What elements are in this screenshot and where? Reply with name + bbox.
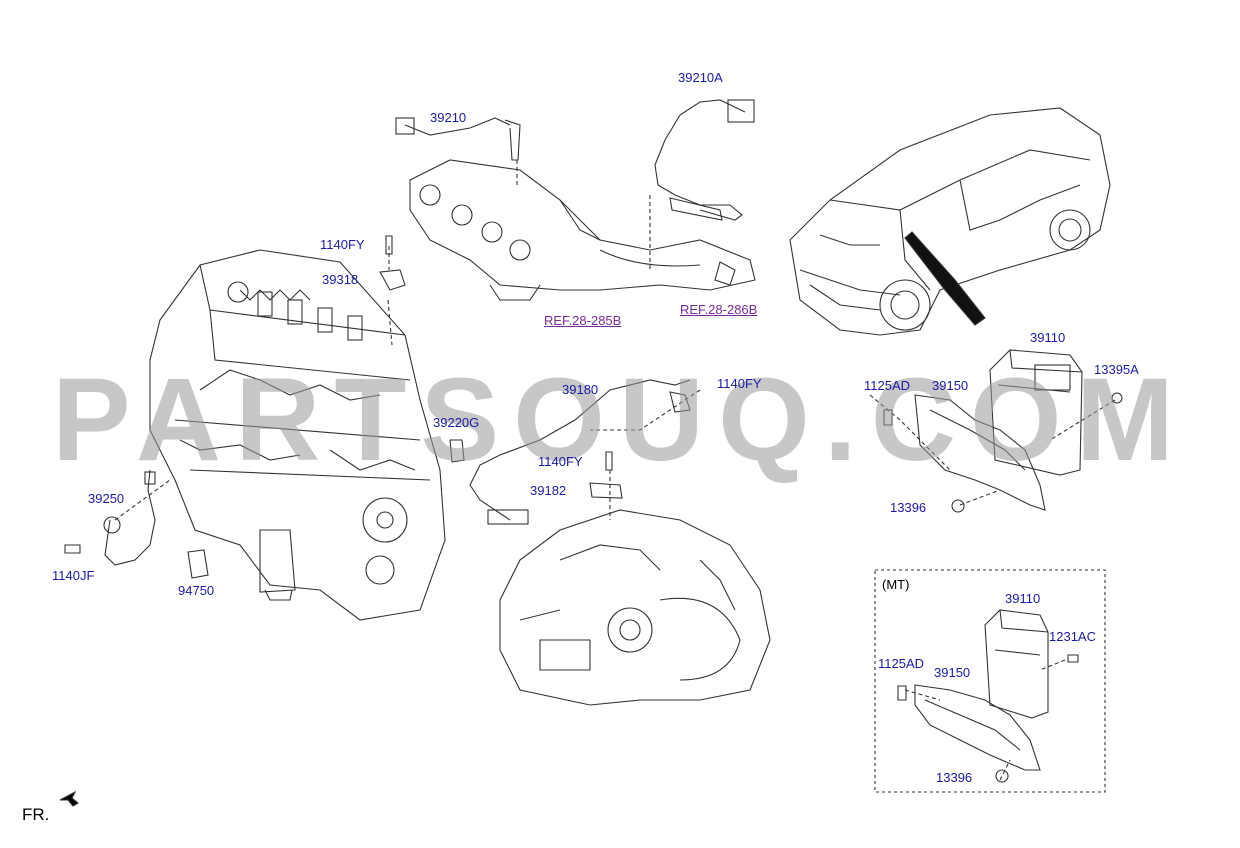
ref-28-285b[interactable]: REF.28-285B [544,313,622,328]
label-39182[interactable]: 39182 [530,483,567,498]
transmission [499,509,771,706]
label-39210a[interactable]: 39210A [678,70,723,85]
o2-sensor-39210-wire [404,117,511,136]
label-1140fy-top[interactable]: 1140FY [320,237,365,252]
label-1125ad-mt[interactable]: 1125AD [878,656,925,671]
ref-28-286b[interactable]: REF.28-286B [680,302,758,317]
label-1140jf[interactable]: 1140JF [52,568,95,583]
ecu-39110-mt [984,609,1049,719]
ecu-39110-upper [989,349,1083,476]
knock-sensor-39250-wire [104,469,156,566]
bracket-39182 [589,482,623,499]
label-39210[interactable]: 39210 [430,110,467,125]
bracket-39150-upper [914,394,1046,511]
bolt-1140jf [64,544,81,554]
label-1125ad-upper[interactable]: 1125AD [864,378,911,393]
bolt-1140fy-top [385,235,393,255]
mt-box-label: (MT) [882,577,910,592]
mt-box [874,569,1106,793]
ecu-location-marker [904,231,986,326]
front-arrow-icon [59,790,79,807]
label-39110-upper[interactable]: 39110 [1030,330,1066,345]
bracket-39150-mt [914,684,1041,771]
o2-sensor-39210-connector [395,117,415,135]
label-39150-upper[interactable]: 39150 [932,378,969,393]
bolt-1231ac [1067,654,1079,663]
bolt-1140fy-mid [605,451,613,471]
label-13395a[interactable]: 13395A [1094,362,1139,377]
label-13396-upper[interactable]: 13396 [890,500,927,515]
harness-39180 [469,379,691,521]
label-39180[interactable]: 39180 [562,382,599,397]
sensor-39220g [449,439,465,463]
label-39110-mt[interactable]: 39110 [1005,591,1041,606]
label-1140fy-mid[interactable]: 1140FY [538,454,583,469]
engine-block [149,249,446,621]
label-94750[interactable]: 94750 [178,583,215,598]
sensor-94750 [187,549,209,579]
orientation-label: FR. [22,805,50,824]
exhaust-manifold [409,159,756,301]
nut-13395a [1111,392,1123,404]
label-39250[interactable]: 39250 [88,491,125,506]
label-1140fy-right[interactable]: 1140FY [717,376,762,391]
bolt-1125ad-mt [897,685,907,701]
nut-13396-upper [951,499,965,513]
label-13396-mt[interactable]: 13396 [936,770,973,785]
nut-13396-mt [995,769,1009,783]
label-39318[interactable]: 39318 [322,272,359,287]
o2-sensor-39210a-connector [727,99,755,123]
cam-sensor-39318 [379,269,406,291]
bolt-1125ad-upper [883,409,893,426]
o2-sensor-39210a-wire [654,99,746,221]
label-39220g[interactable]: 39220G [433,415,480,430]
vehicle-illustration [789,107,1111,336]
label-1231ac[interactable]: 1231AC [1049,629,1096,644]
label-39150-mt[interactable]: 39150 [934,665,971,680]
